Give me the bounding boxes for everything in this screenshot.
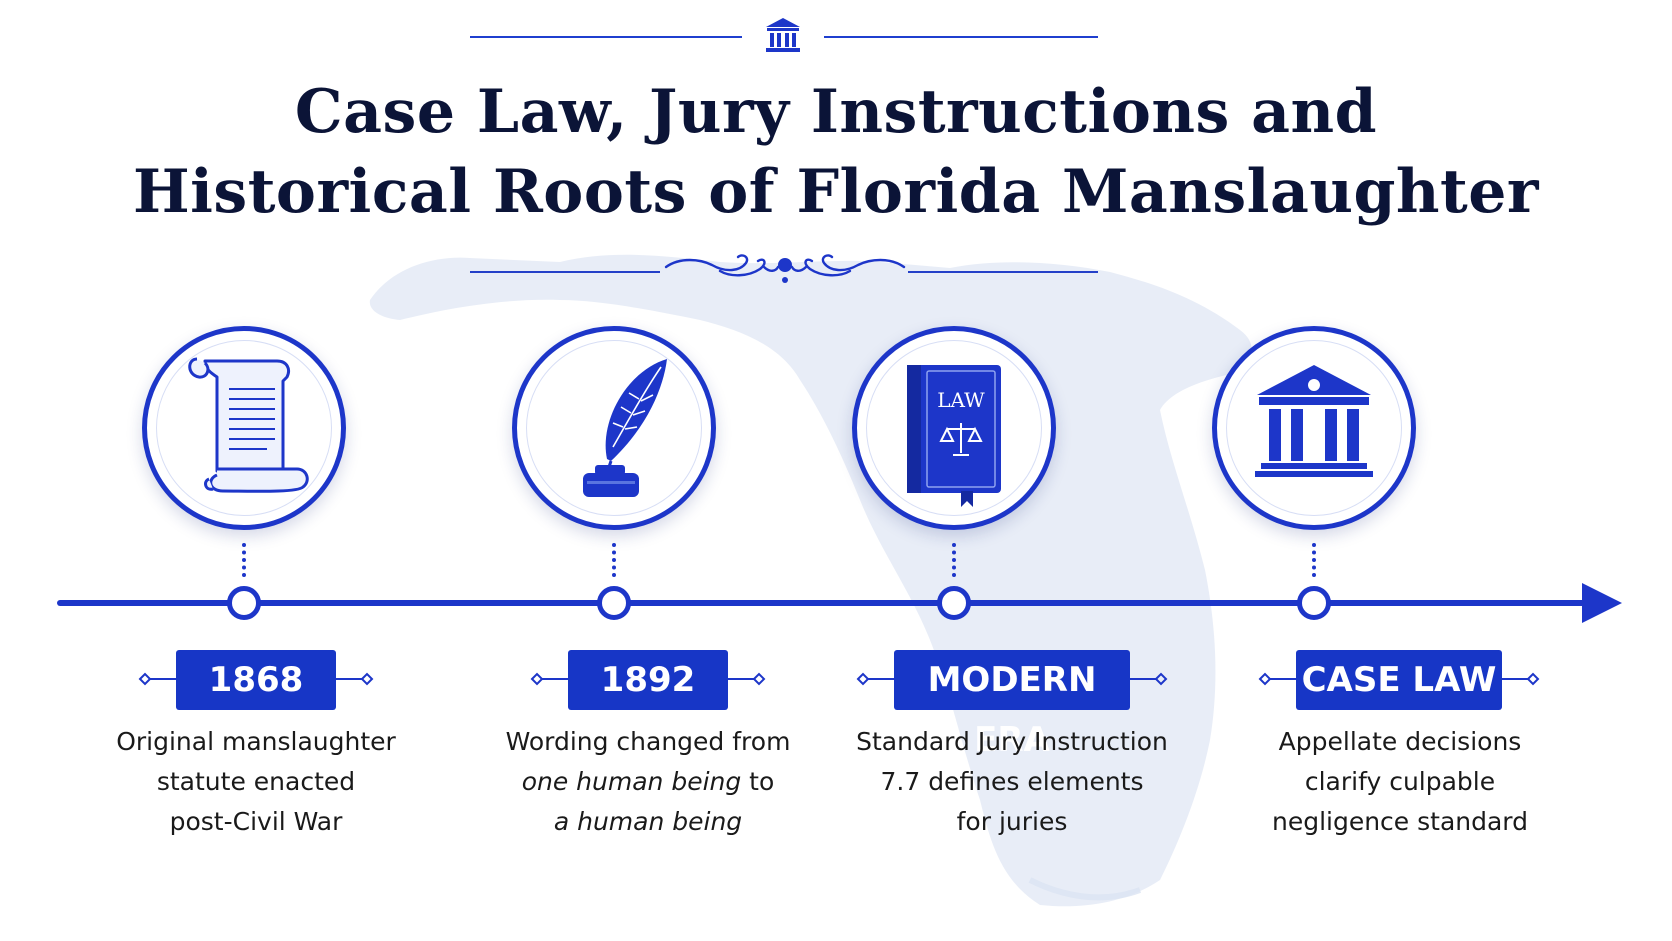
desc-line: post-Civil War xyxy=(169,807,343,836)
divider-rule-left xyxy=(470,271,660,273)
timeline-node xyxy=(597,586,631,620)
timeline-node xyxy=(937,586,971,620)
timeline-node xyxy=(1297,586,1331,620)
courthouse-icon xyxy=(1255,365,1373,477)
scroll-icon xyxy=(188,357,309,493)
label-side-ornament xyxy=(336,672,374,686)
book-law-text: LAW xyxy=(937,388,985,412)
connector-dots xyxy=(1312,543,1316,577)
label-side-ornament xyxy=(728,672,766,686)
label-modern-era: MODERN ERA xyxy=(894,650,1130,760)
label-1868: 1868 xyxy=(176,650,336,710)
desc-1892: Wording changed from one human being to … xyxy=(478,722,818,842)
desc-1868: Original manslaughter statute enacted po… xyxy=(86,722,426,842)
desc-line: Original manslaughter xyxy=(116,727,396,756)
header-rule-left xyxy=(470,36,742,38)
label-side-ornament xyxy=(1502,672,1540,686)
connector-dots xyxy=(612,543,616,577)
flourish-ornament-icon xyxy=(664,254,906,283)
header-rule-right xyxy=(824,36,1098,38)
desc-italic-phrase: a human being xyxy=(553,807,743,836)
divider-rule-right xyxy=(908,271,1098,273)
timeline-arrowhead-icon xyxy=(1582,583,1622,623)
desc-line: for juries xyxy=(956,807,1068,836)
desc-line: statute enacted xyxy=(156,767,356,796)
desc-modern-era: Standard Jury Instruction 7.7 defines el… xyxy=(842,722,1182,842)
quill-inkwell-icon xyxy=(583,359,667,497)
label-side-ornament xyxy=(1130,672,1168,686)
timeline-node xyxy=(227,586,261,620)
desc-italic-phrase: one human being xyxy=(521,767,742,796)
desc-line: negligence standard xyxy=(1271,807,1529,836)
courthouse-icon xyxy=(766,18,800,52)
page-title-line1: Case Law, Jury Instructions and xyxy=(294,77,1378,147)
desc-line: Wording changed from xyxy=(505,727,791,756)
desc-line: Standard Jury Instruction xyxy=(856,727,1168,756)
quill-circle xyxy=(512,326,716,530)
label-side-ornament xyxy=(138,672,176,686)
desc-case-law: Appellate decisions clarify culpable neg… xyxy=(1230,722,1570,842)
desc-text: to xyxy=(741,767,775,796)
desc-line: 7.7 defines elements xyxy=(880,767,1144,796)
label-side-ornament xyxy=(530,672,568,686)
connector-dots xyxy=(952,543,956,577)
law-book-icon: LAW xyxy=(907,365,1001,507)
label-side-ornament xyxy=(1258,672,1296,686)
scroll-circle xyxy=(142,326,346,530)
page-title-line2: Historical Roots of Florida Manslaughter xyxy=(132,157,1540,227)
label-side-ornament xyxy=(856,672,894,686)
desc-line: clarify culpable xyxy=(1304,767,1496,796)
label-1892: 1892 xyxy=(568,650,728,710)
label-case-law: CASE LAW xyxy=(1296,650,1502,710)
desc-line: one human being to xyxy=(478,762,818,802)
courthouse-circle xyxy=(1212,326,1416,530)
desc-line: Appellate decisions xyxy=(1278,727,1522,756)
law-book-circle: LAW xyxy=(852,326,1056,530)
connector-dots xyxy=(242,543,246,577)
desc-line: a human being xyxy=(478,802,818,842)
timeline-axis xyxy=(57,583,1622,623)
